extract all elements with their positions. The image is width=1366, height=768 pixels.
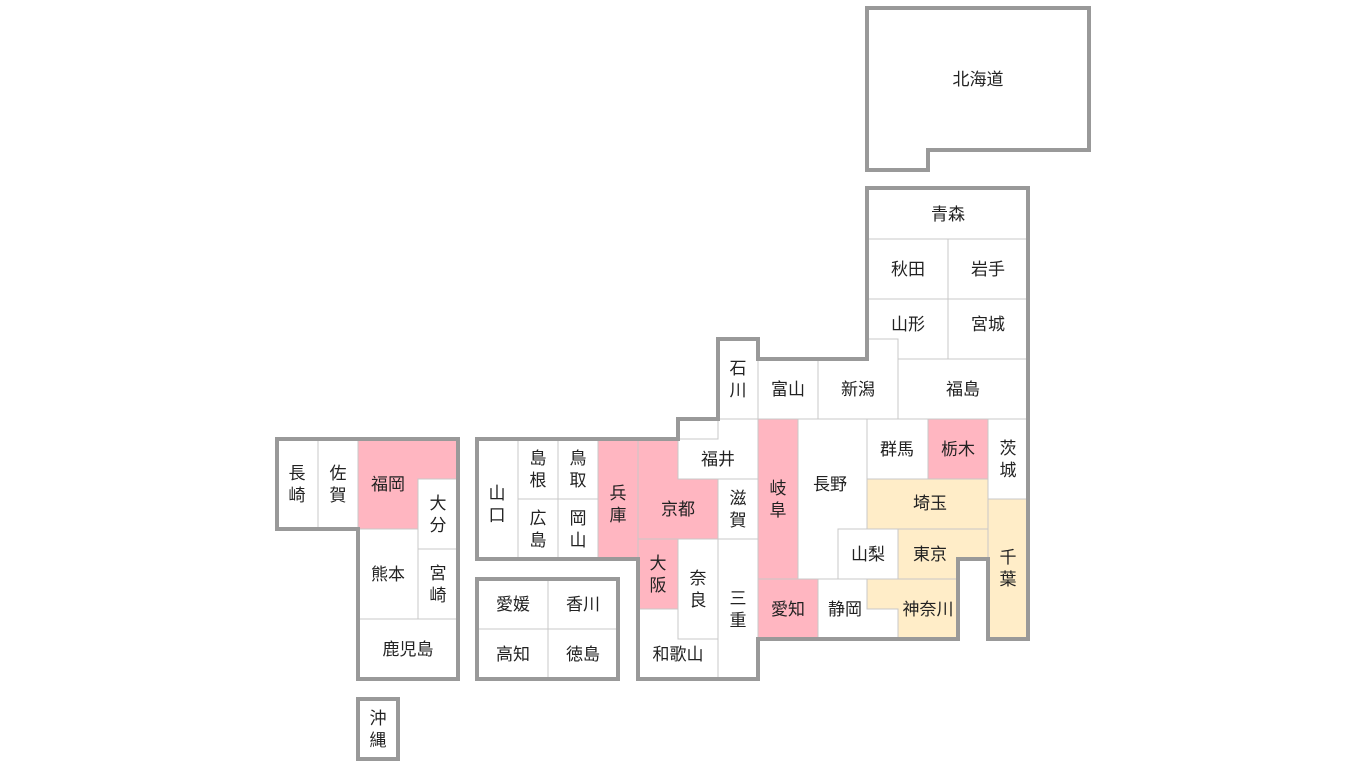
prefecture-label-ehime: 愛媛 bbox=[496, 595, 530, 615]
prefecture-label-nara: 奈良 bbox=[690, 569, 707, 611]
prefecture-label-mie: 三重 bbox=[730, 589, 747, 631]
prefecture-label-okinawa: 沖縄 bbox=[370, 709, 387, 751]
prefecture-label-chiba: 千葉 bbox=[1000, 548, 1017, 590]
prefecture-label-oita: 大分 bbox=[430, 494, 447, 536]
prefecture-label-kochi: 高知 bbox=[496, 645, 530, 665]
prefecture-label-shiga: 滋賀 bbox=[730, 489, 747, 531]
prefecture-fukui[interactable] bbox=[677, 418, 759, 480]
prefecture-label-ibaraki: 茨城 bbox=[1000, 439, 1017, 481]
prefecture-nagasaki[interactable] bbox=[276, 438, 319, 530]
region-borders bbox=[275, 6, 1091, 761]
prefecture-ibaraki[interactable] bbox=[987, 418, 1029, 500]
prefecture-label-ishikawa: 石川 bbox=[730, 359, 747, 401]
prefecture-ishikawa[interactable] bbox=[717, 338, 759, 420]
prefecture-nara[interactable] bbox=[677, 538, 719, 640]
prefecture-label-nagano: 長野 bbox=[813, 475, 847, 495]
prefecture-label-hokkaido: 北海道 bbox=[953, 70, 1004, 90]
prefecture-label-kyoto: 京都 bbox=[661, 500, 695, 520]
prefecture-label-tokyo: 東京 bbox=[913, 545, 947, 565]
prefecture-label-hyogo: 兵庫 bbox=[610, 484, 627, 526]
prefecture-label-fukushima: 福島 bbox=[946, 380, 980, 400]
prefecture-label-toyama: 富山 bbox=[771, 380, 805, 400]
prefecture-label-shimane: 島根 bbox=[530, 449, 547, 491]
prefecture-mie[interactable] bbox=[717, 538, 759, 680]
prefecture-oita[interactable] bbox=[417, 478, 459, 550]
prefecture-label-yamanashi: 山梨 bbox=[851, 545, 885, 565]
prefecture-label-yamagata: 山形 bbox=[891, 315, 925, 335]
prefecture-gifu[interactable] bbox=[757, 418, 799, 580]
region-outline-3 bbox=[275, 437, 460, 681]
prefecture-label-tokushima: 徳島 bbox=[566, 645, 600, 665]
prefecture-niigata[interactable] bbox=[817, 338, 899, 420]
prefecture-label-kagoshima: 鹿児島 bbox=[383, 640, 434, 660]
prefecture-label-gunma: 群馬 bbox=[880, 440, 914, 460]
prefecture-label-wakayama: 和歌山 bbox=[653, 645, 704, 665]
prefecture-label-nagasaki: 長崎 bbox=[289, 464, 306, 506]
prefecture-label-yamaguchi: 山口 bbox=[489, 484, 506, 526]
prefecture-label-akita: 秋田 bbox=[891, 260, 925, 280]
prefecture-label-kagawa: 香川 bbox=[566, 595, 600, 615]
prefecture-label-kumamoto: 熊本 bbox=[371, 565, 405, 585]
prefecture-label-niigata: 新潟 bbox=[841, 380, 875, 400]
region-outline-5 bbox=[356, 697, 400, 761]
prefecture-label-tottori: 鳥取 bbox=[570, 449, 587, 491]
prefecture-chiba[interactable] bbox=[987, 498, 1029, 640]
prefecture-label-fukui: 福井 bbox=[701, 450, 735, 470]
prefecture-label-aichi: 愛知 bbox=[771, 600, 805, 620]
region-outline-4 bbox=[475, 577, 620, 681]
prefecture-miyazaki[interactable] bbox=[417, 548, 459, 620]
region-outline-2 bbox=[475, 186, 1030, 681]
prefecture-label-shizuoka: 静岡 bbox=[828, 600, 862, 620]
prefecture-label-kanagawa: 神奈川 bbox=[903, 600, 954, 620]
prefecture-saga[interactable] bbox=[317, 438, 359, 530]
prefecture-cells bbox=[276, 7, 1090, 760]
prefecture-label-iwate: 岩手 bbox=[971, 260, 1005, 280]
prefecture-label-saitama: 埼玉 bbox=[913, 494, 947, 514]
prefecture-label-fukuoka: 福岡 bbox=[371, 475, 405, 495]
prefecture-label-miyagi: 宮城 bbox=[971, 315, 1005, 335]
prefecture-label-saga: 佐賀 bbox=[330, 464, 347, 506]
prefecture-label-aomori: 青森 bbox=[931, 205, 965, 225]
prefecture-label-okayama: 岡山 bbox=[570, 509, 587, 551]
prefecture-label-osaka: 大阪 bbox=[650, 554, 667, 596]
prefecture-label-gifu: 岐阜 bbox=[770, 479, 787, 521]
prefecture-osaka[interactable] bbox=[637, 538, 679, 610]
prefecture-label-miyazaki: 宮崎 bbox=[430, 564, 447, 606]
region-outline-1 bbox=[865, 6, 1091, 172]
prefecture-label-hiroshima: 広島 bbox=[530, 509, 547, 551]
prefecture-label-tochigi: 栃木 bbox=[941, 440, 975, 460]
